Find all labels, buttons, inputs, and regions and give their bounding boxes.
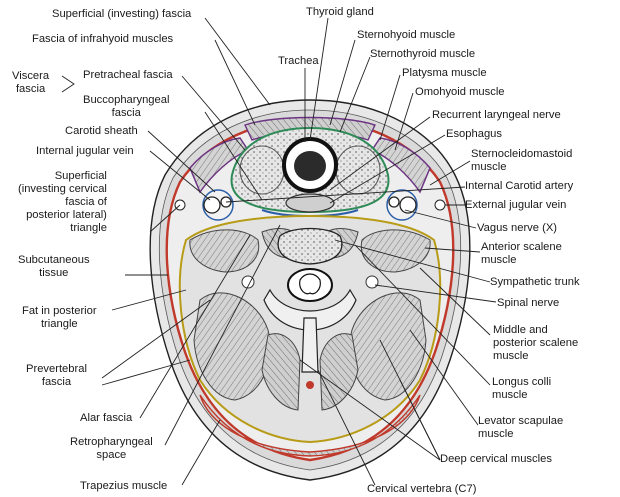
label-longus-colli-muscle: Longus colli muscle [492,376,552,401]
label-platysma-muscle: Platysma muscle [402,67,487,79]
label-pretracheal-fascia: Pretracheal fascia [83,69,173,81]
label-internal-jugular-vein: Internal jugular vein [36,145,134,157]
internal-jugular-left [203,196,221,214]
label-anterior-scalene-muscle: Anterior scalene muscle [481,241,562,266]
thyroid-lobe-left [239,145,285,195]
deep-muscle-center-left [261,333,301,411]
label-middle-posterior-scalene: Middle and posterior scalene muscle [493,324,579,362]
label-carotid-sheath: Carotid sheath [65,125,138,137]
label-omohyoid-muscle: Omohyoid muscle [415,86,505,98]
vertebral-arch [263,288,357,331]
label-spinal-nerve: Spinal nerve [497,297,560,309]
label-fascia-infrahyoid: Fascia of infrahyoid muscles [32,33,174,45]
label-retropharyngeal-space: Retropharyngeal space [70,436,153,461]
label-subcutaneous-tissue: Subcutaneous tissue [18,254,90,279]
trachea-lumen [294,151,326,181]
label-sternocleidomastoid-muscle: Sternocleidomastoid muscle [471,148,573,173]
carotid-artery-right [388,196,400,208]
label-alar-fascia: Alar fascia [80,412,133,424]
label-thyroid-gland: Thyroid gland [306,6,374,18]
spinal-cord [299,273,321,295]
label-trachea: Trachea [278,55,319,67]
label-superficial-investing-fascia: Superficial (investing) fascia [52,8,192,20]
label-trapezius-muscle: Trapezius muscle [80,480,168,492]
leader-lines [61,17,497,486]
nuchal-red-dot [306,381,314,389]
spinal-nerve-left [241,275,255,289]
label-superficial-investing-cervical: Superficial (investing cervical fascia o… [18,170,107,234]
label-deep-cervical-muscles: Deep cervical muscles [440,453,552,465]
label-external-jugular-vein: External jugular vein [465,199,567,211]
label-cervical-vertebra: Cervical vertebra (C7) [367,483,477,495]
label-recurrent-laryngeal-nerve: Recurrent laryngeal nerve [432,109,561,121]
label-buccopharyngeal-fascia: Buccopharyngeal fascia [83,94,170,119]
esophagus [285,193,335,213]
spinal-nerve-right [365,275,379,289]
scalene-left [189,229,260,273]
internal-jugular-right [399,196,417,214]
label-viscera-fascia: Viscera fascia [12,70,50,95]
label-sympathetic-trunk: Sympathetic trunk [490,276,580,288]
label-sternothyroid-muscle: Sternothyroid muscle [370,48,476,60]
deep-muscle-center-right [319,333,359,411]
spinous-process [301,317,319,373]
label-sternohyoid-muscle: Sternohyoid muscle [357,29,456,41]
label-fat-posterior-triangle: Fat in posterior triangle [22,305,97,330]
label-prevertebral-fascia: Prevertebral fascia [26,363,87,388]
external-jugular-right [434,199,446,211]
label-internal-carotid-artery: Internal Carotid artery [465,180,574,192]
label-esophagus: Esophagus [446,128,502,140]
label-vagus-nerve: Vagus nerve (X) [477,222,558,234]
label-levator-scapulae-muscle: Levator scapulae muscle [478,415,564,440]
vertebral-body [277,227,343,265]
trapezius-band [199,394,421,457]
